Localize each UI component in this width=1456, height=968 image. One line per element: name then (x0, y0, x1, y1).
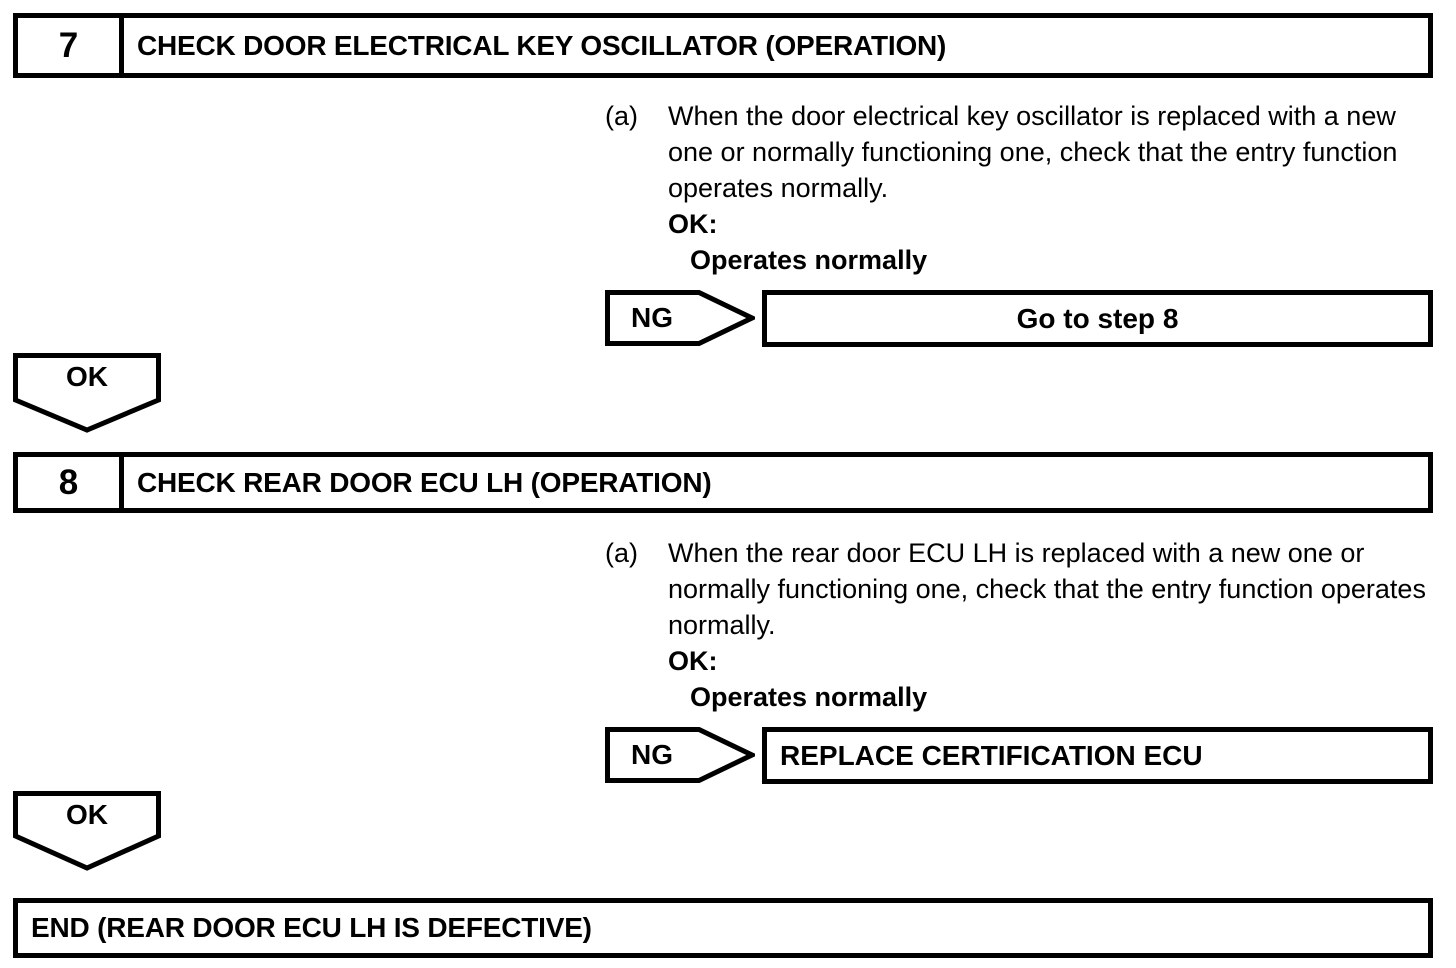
ng-arrow-icon (605, 290, 755, 346)
procedure-label-8a: (a) (605, 538, 638, 568)
step-number-8: 8 (18, 457, 124, 508)
procedure-ok-value-7: Operates normally (690, 245, 928, 275)
ok-tag-8: OK (13, 791, 161, 871)
end-box: END (REAR DOOR ECU LH IS DEFECTIVE) (13, 898, 1433, 958)
procedure-item-7a: (a) When the door electrical key oscilla… (605, 98, 1445, 206)
ng-tag-7: NG (605, 290, 755, 346)
procedure-text-7a: When the door electrical key oscillator … (668, 101, 1398, 203)
procedure-ok-value-8: Operates normally (690, 682, 928, 712)
ng-tag-8: NG (605, 727, 755, 783)
ok-arrow-icon (13, 791, 161, 871)
procedure-label-7a: (a) (605, 101, 638, 131)
ng-result-label-8: REPLACE CERTIFICATION ECU (780, 739, 1203, 771)
step-number-7: 7 (18, 18, 124, 73)
ok-tag-7: OK (13, 353, 161, 433)
step-header-7: 7 CHECK DOOR ELECTRICAL KEY OSCILLATOR (… (13, 13, 1433, 78)
procedure-text-8a: When the rear door ECU LH is replaced wi… (668, 538, 1426, 640)
procedure-block-8: (a) When the rear door ECU LH is replace… (605, 535, 1445, 715)
ng-branch-8: NG REPLACE CERTIFICATION ECU (605, 727, 1433, 787)
end-label: END (REAR DOOR ECU LH IS DEFECTIVE) (31, 912, 592, 943)
ng-result-label-7: Go to step 8 (1016, 302, 1179, 334)
procedure-ok-label-8: OK: (668, 646, 718, 676)
ng-arrow-icon (605, 727, 755, 783)
ng-result-box-8: REPLACE CERTIFICATION ECU (762, 727, 1433, 784)
ok-tag-label-8: OK (66, 799, 108, 830)
step-title-7: CHECK DOOR ELECTRICAL KEY OSCILLATOR (OP… (137, 29, 947, 61)
ng-branch-7: NG Go to step 8 (605, 290, 1433, 350)
ok-arrow-icon (13, 353, 161, 433)
step-title-8: CHECK REAR DOOR ECU LH (OPERATION) (137, 466, 712, 498)
ng-tag-label-8: NG (631, 739, 673, 770)
step-header-8: 8 CHECK REAR DOOR ECU LH (OPERATION) (13, 452, 1433, 513)
ok-tag-label-7: OK (66, 361, 108, 392)
procedure-item-8a: (a) When the rear door ECU LH is replace… (605, 535, 1445, 643)
ng-tag-label-7: NG (631, 302, 673, 333)
ng-result-box-7: Go to step 8 (762, 290, 1433, 347)
procedure-ok-label-7: OK: (668, 209, 718, 239)
procedure-block-7: (a) When the door electrical key oscilla… (605, 98, 1445, 278)
